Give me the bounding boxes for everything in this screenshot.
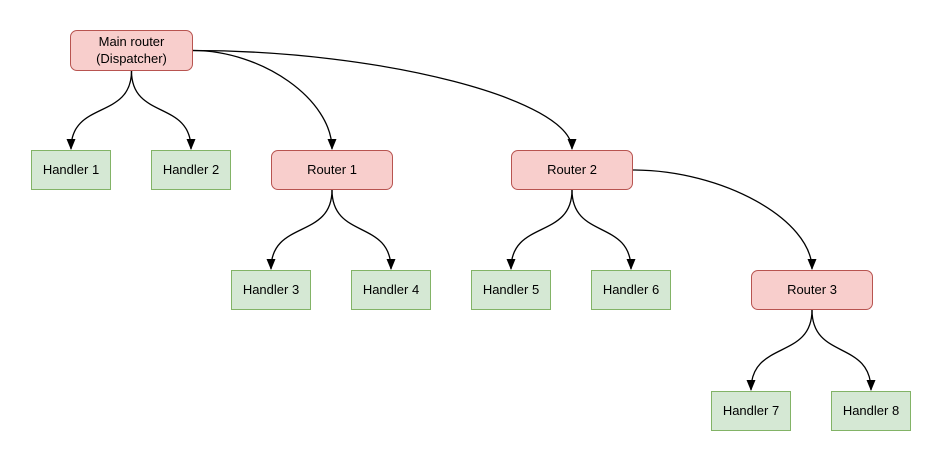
node-label: Main router (Dispatcher)	[96, 34, 167, 66]
edge-main-router-to-handler-1	[66, 70, 133, 150]
node-label: Router 1	[307, 161, 357, 177]
node-label: Router 2	[547, 161, 597, 177]
node-label: Handler 6	[602, 281, 660, 297]
edge-main-router-to-router-1	[192, 49, 337, 150]
edge-router-1-to-handler-3	[266, 189, 333, 270]
node-handler-3: Handler 3	[231, 270, 311, 310]
node-handler-5: Handler 5	[471, 270, 551, 310]
node-handler-8: Handler 8	[831, 391, 911, 431]
node-label: Handler 4	[362, 281, 420, 297]
node-label: Router 3	[787, 281, 837, 297]
node-router-1: Router 1	[271, 150, 393, 190]
node-handler-2: Handler 2	[151, 150, 231, 190]
node-main-router: Main router (Dispatcher)	[70, 30, 193, 71]
edge-main-router-to-router-2	[192, 49, 577, 150]
node-handler-6: Handler 6	[591, 270, 671, 310]
edge-main-router-to-handler-2	[130, 70, 196, 150]
edge-router-3-to-handler-8	[811, 309, 876, 391]
node-label: Handler 2	[162, 161, 220, 177]
node-handler-4: Handler 4	[351, 270, 431, 310]
node-router-2: Router 2	[511, 150, 633, 190]
node-label: Handler 8	[842, 402, 900, 418]
edge-router-3-to-handler-7	[746, 309, 813, 391]
edge-router-2-to-handler-6	[571, 189, 636, 270]
edges-group	[66, 49, 876, 391]
node-handler-7: Handler 7	[711, 391, 791, 431]
edge-router-1-to-handler-4	[331, 189, 396, 270]
node-label: Handler 5	[482, 281, 540, 297]
node-label: Handler 3	[242, 281, 300, 297]
node-label: Handler 1	[42, 161, 100, 177]
node-router-3: Router 3	[751, 270, 873, 310]
edge-router-2-to-handler-5	[506, 189, 573, 270]
node-label: Handler 7	[722, 402, 780, 418]
node-handler-1: Handler 1	[31, 150, 111, 190]
edge-router-2-to-router-3	[632, 169, 817, 270]
